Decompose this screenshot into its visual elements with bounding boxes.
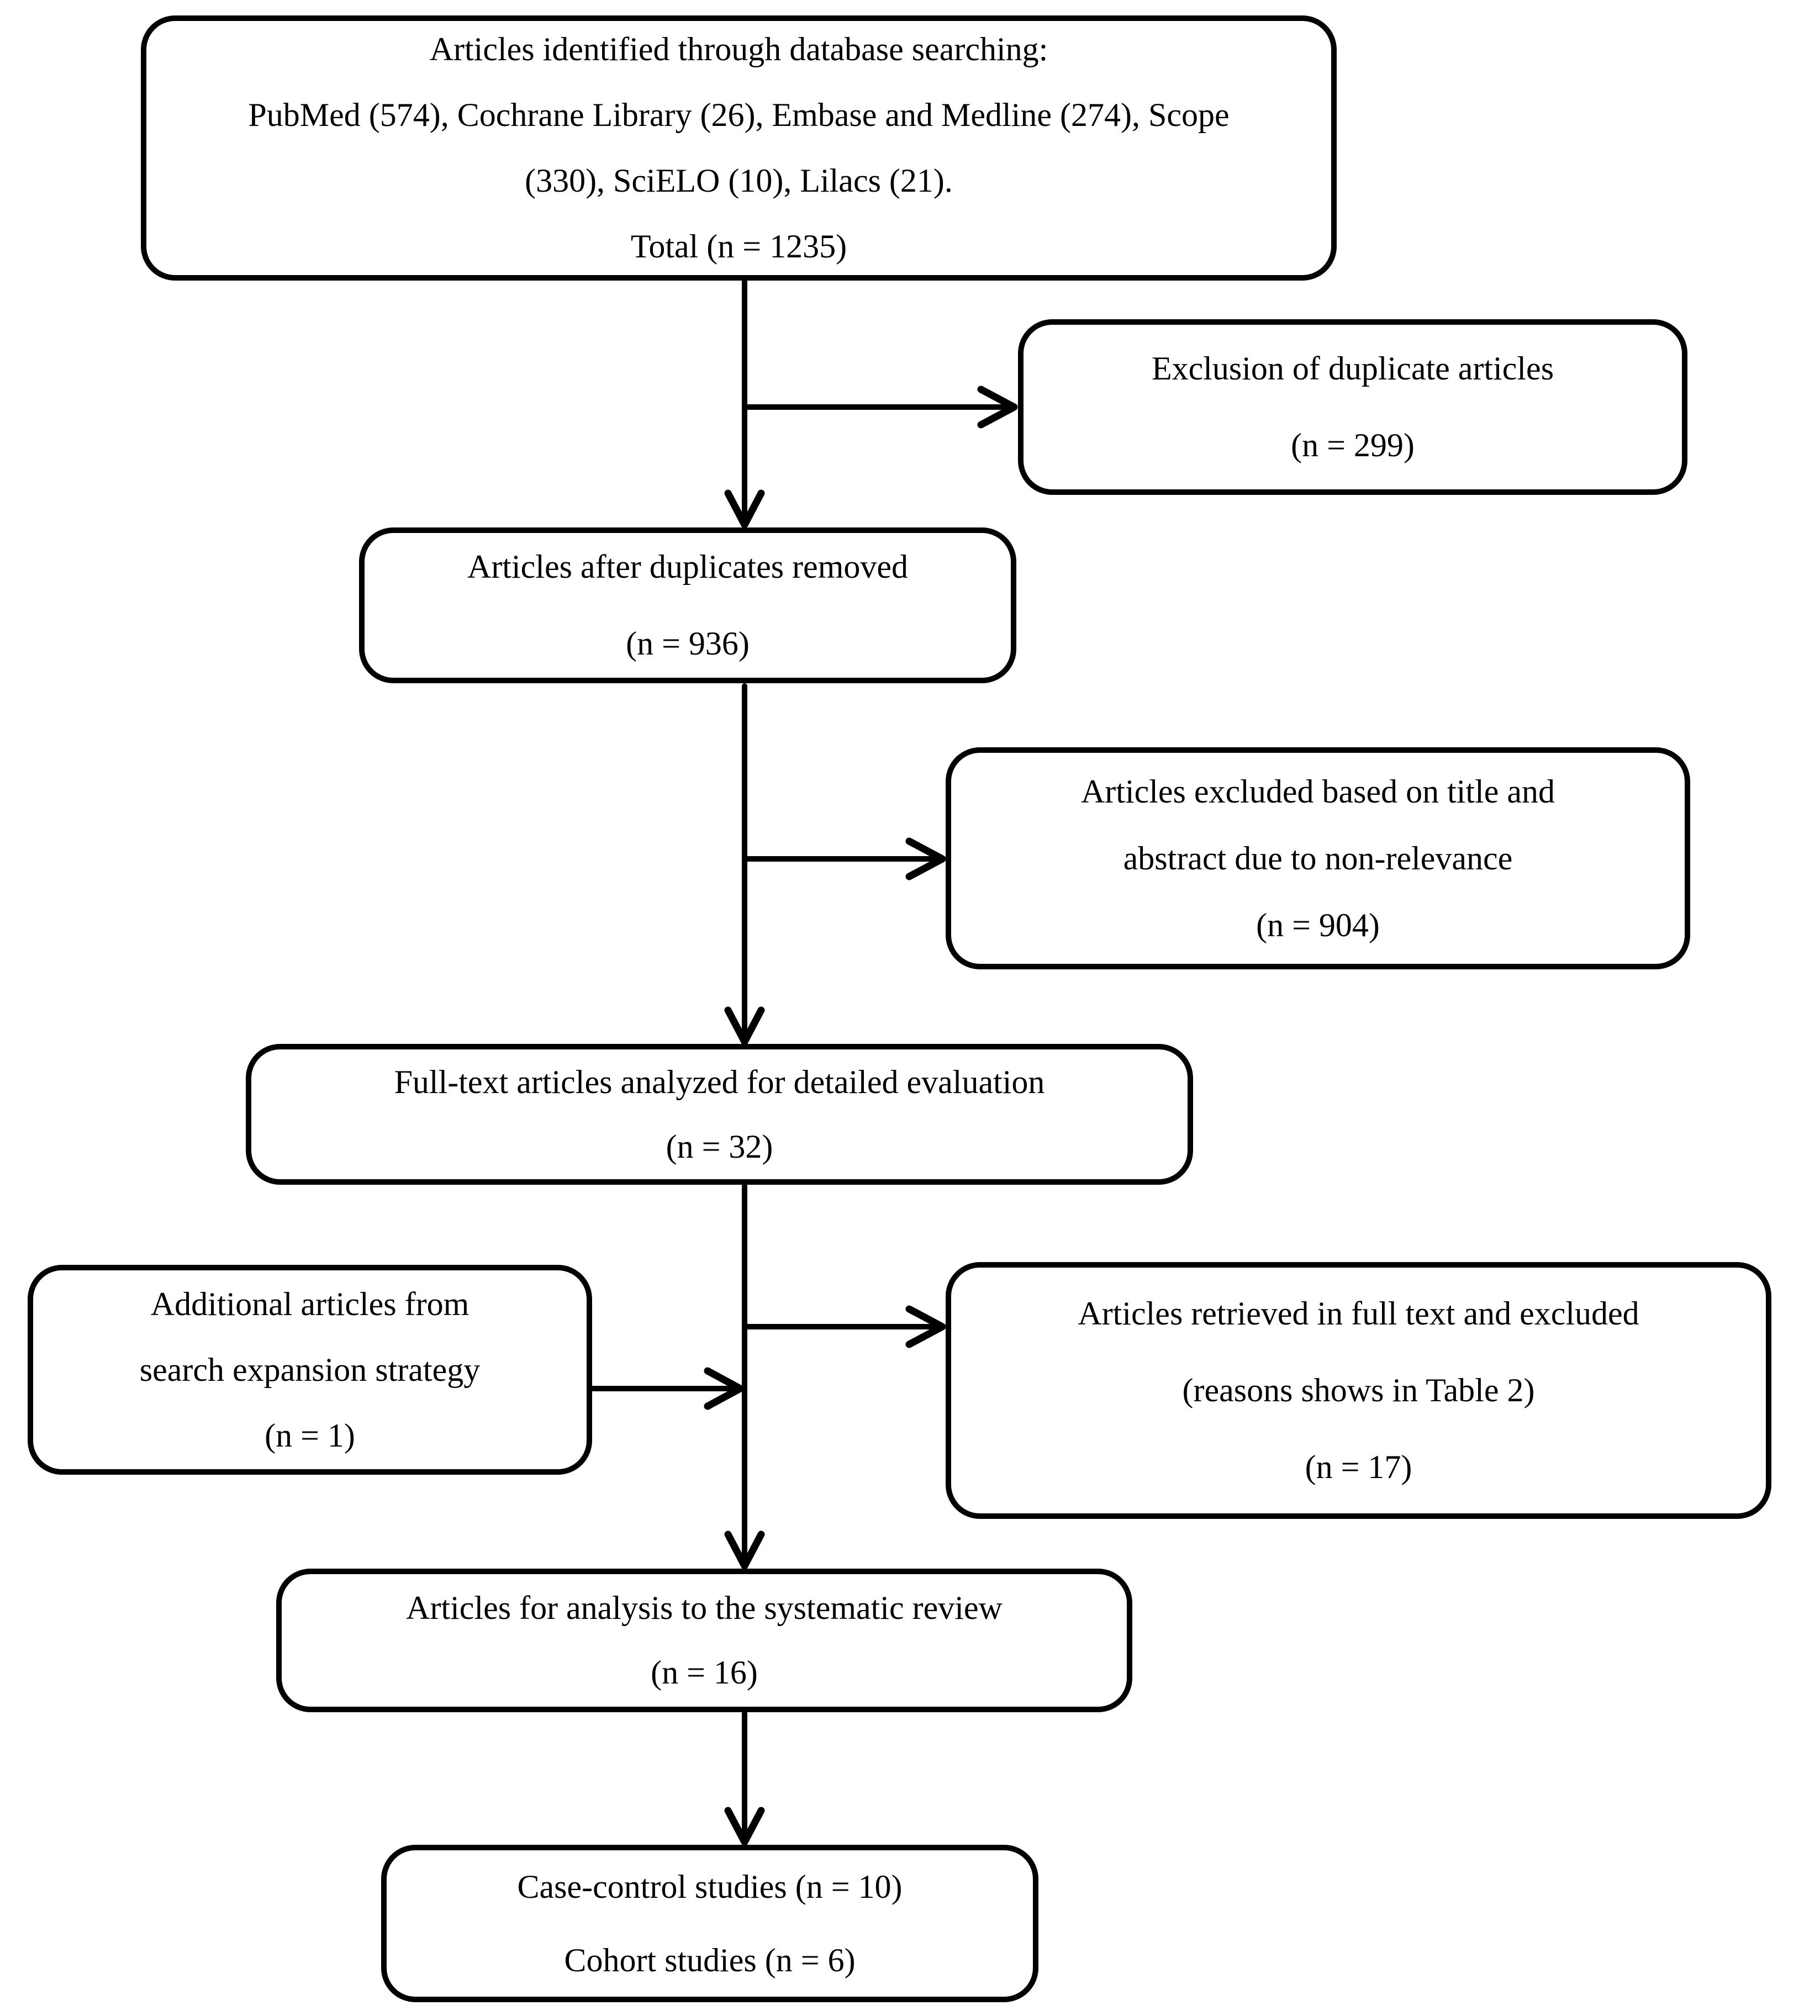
flow-box-exclusion-duplicates: Exclusion of duplicate articles (n = 299… (1018, 319, 1687, 495)
arrow-branch-to-exclusion-duplicates (742, 386, 1018, 429)
arrow-systematic-review-to-study-design (724, 1711, 765, 1846)
box-text-line: PubMed (574), Cochrane Library (26), Emb… (248, 97, 1230, 133)
flow-box-after-duplicates: Articles after duplicates removed (n = 9… (359, 527, 1016, 683)
flow-box-excluded-title-abstract: Articles excluded based on title and abs… (946, 747, 1690, 969)
flow-box-additional-search-expansion: Additional articles from search expansio… (28, 1265, 592, 1475)
box-text-line: Exclusion of duplicate articles (1151, 350, 1554, 387)
arrow-branch-to-fulltext-excluded (742, 1305, 946, 1348)
box-text-line: (330), SciELO (10), Lilacs (21). (525, 162, 953, 199)
box-text-line: Full-text articles analyzed for detailed… (394, 1063, 1045, 1100)
box-text-line: Additional articles from (150, 1285, 469, 1322)
flow-box-systematic-review: Articles for analysis to the systematic … (276, 1569, 1132, 1712)
box-text-line: (n = 16) (651, 1654, 758, 1691)
box-text-line: Articles excluded based on title and (1080, 773, 1555, 810)
box-text-line: (n = 299) (1291, 427, 1415, 463)
flow-box-fulltext-analyzed: Full-text articles analyzed for detailed… (246, 1044, 1193, 1185)
box-text-line: (n = 1) (265, 1417, 355, 1454)
box-text-line: Articles for analysis to the systematic … (406, 1590, 1003, 1626)
box-text-line: Case-control studies (n = 10) (517, 1868, 903, 1905)
box-text-line: (n = 936) (626, 625, 750, 662)
box-text-line: Articles after duplicates removed (467, 548, 908, 585)
box-text-line: search expansion strategy (139, 1351, 481, 1388)
box-text-line: Total (n = 1235) (630, 228, 847, 265)
box-text-line: (reasons shows in Table 2) (1182, 1372, 1535, 1408)
box-text-line: (n = 904) (1256, 906, 1380, 943)
flow-box-identified: Articles identified through database sea… (141, 15, 1337, 281)
flow-box-study-design: Case-control studies (n = 10) Cohort stu… (381, 1845, 1038, 2002)
box-text-line: Articles identified through database sea… (429, 31, 1048, 67)
box-text-line: Articles retrieved in full text and excl… (1078, 1295, 1639, 1332)
flow-box-fulltext-excluded: Articles retrieved in full text and excl… (946, 1262, 1771, 1519)
box-text-line: Cohort studies (n = 6) (564, 1941, 856, 1978)
arrow-search-expansion-to-spine (589, 1367, 744, 1410)
arrow-fulltext-to-systematic-review (724, 1183, 765, 1570)
box-text-line: (n = 32) (666, 1128, 773, 1165)
box-text-line: (n = 17) (1305, 1449, 1412, 1485)
arrow-after-duplicates-to-fulltext (724, 683, 765, 1046)
arrow-branch-to-title-abstract-excluded (742, 837, 946, 880)
arrow-identified-to-after-duplicates (724, 278, 765, 529)
box-text-line: abstract due to non-relevance (1123, 840, 1513, 877)
